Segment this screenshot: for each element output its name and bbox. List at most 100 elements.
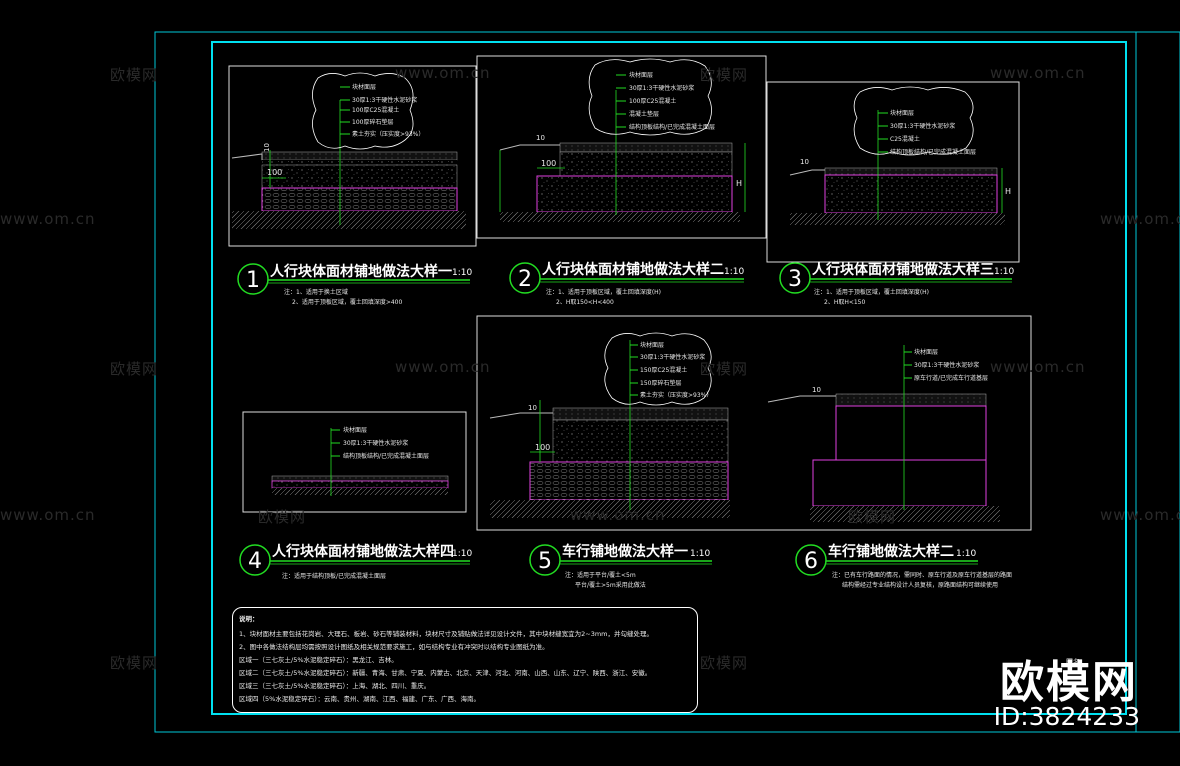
d2-layer-3: 混凝土垫层 <box>629 110 659 118</box>
watermark-brand: 欧模网 <box>700 654 749 672</box>
d3-dim-1: H <box>1005 187 1011 196</box>
d1-dim-0: 10 <box>263 143 271 152</box>
d4-layer-2: 结构顶板结构/已完成混凝土面层 <box>343 452 429 460</box>
watermark-site: www.om.cn <box>395 64 491 82</box>
d5-layer-0: 块材面层 <box>640 341 664 349</box>
d2-layer-4: 结构顶板结构/已完成混凝土面层 <box>629 123 715 131</box>
d5-note-1: 平台/覆土>5m采用此做法 <box>575 581 646 589</box>
d6-note-0: 注：已有车行路面的情况，需同时、原车行道及原车行道基层的路面 <box>832 571 1012 579</box>
d6-layer-0: 块材面层 <box>914 348 938 356</box>
d5-dim-1: 100 <box>535 443 550 452</box>
d1-layer-2: 100厚C25混凝土 <box>352 106 399 114</box>
watermark-site: www.om.cn <box>990 64 1086 82</box>
detail-5-caption: 5 车行铺地做法大样一 1:10 注：适用于平台/覆土<5m 平台/覆土>5m采… <box>529 543 712 589</box>
d5-layer-3: 150厚碎石垫层 <box>640 379 681 387</box>
watermark-site: www.om.cn <box>1100 506 1180 524</box>
detail-1-caption: 1 人行块体面材铺地做法大样一 1:10 注：1、适用于换土区域 2、适用于顶板… <box>237 263 472 306</box>
d4-scale: 1:10 <box>452 549 472 559</box>
detail-3-layer-labels: 块材面层 30厚1:3干硬性水泥砂浆 C25混凝土 结构顶板结构/已完成混凝土面… <box>800 109 1011 196</box>
detail-3-caption: 3 人行块体面材铺地做法大样三 1:10 注：1、适用于顶板区域，覆土回填深度(… <box>779 261 1014 306</box>
d3-layer-0: 块材面层 <box>890 109 914 117</box>
detail-2-layer-labels: 块材面层 30厚1:3干硬性水泥砂浆 100厚C25混凝土 混凝土垫层 结构顶板… <box>536 71 742 188</box>
general-notes: 说明： 1、块材面材主要包括花岗岩、大理石、板岩、砂石等铺装材料，块材尺寸及铺贴… <box>232 607 698 713</box>
watermark-site: www.om.cn <box>570 506 666 524</box>
detail-6-caption: 6 车行铺地做法大样二 1:10 注：已有车行路面的情况，需同时、原车行道及原车… <box>795 543 1012 589</box>
watermark-site: www.om.cn <box>990 358 1086 376</box>
details-5-6-frame <box>476 315 1032 531</box>
d5-note-0: 注：适用于平台/覆土<5m <box>565 571 636 579</box>
d2-layer-2: 100厚C25混凝土 <box>629 97 676 105</box>
detail-3-drawing <box>766 81 1020 263</box>
notes-line-3: 区域二（三七灰土/5%水泥稳定碎石）：新疆、青海、甘肃、宁夏、内蒙古、北京、天津… <box>239 669 652 677</box>
notes-heading: 说明： <box>239 615 259 623</box>
d3-note-0: 注：1、适用于顶板区域，覆土回填深度(H) <box>814 288 929 296</box>
d2-title: 人行块体面材铺地做法大样二 <box>542 261 724 278</box>
d5-layer-4: 素土夯实（压实度>93%） <box>640 391 712 399</box>
d3-layer-1: 30厚1:3干硬性水泥砂浆 <box>890 122 955 130</box>
d1-number: 1 <box>246 268 260 293</box>
d4-layer-1: 30厚1:3干硬性水泥砂浆 <box>343 439 408 447</box>
watermark-site: www.om.cn <box>1100 210 1180 228</box>
watermark-brand: 欧模网 <box>110 66 159 84</box>
inner-frame <box>211 41 1127 715</box>
d6-layer-1: 30厚1:3干硬性水泥砂浆 <box>914 361 979 369</box>
d2-dim-2: H <box>736 179 742 188</box>
d5-scale: 1:10 <box>690 549 710 559</box>
d4-note-0: 注：适用于结构顶板/已完成混凝土面层 <box>282 572 386 580</box>
d2-scale: 1:10 <box>724 267 744 277</box>
d2-note-0: 注：1、适用于顶板区域，覆土回填深度(H) <box>546 288 661 296</box>
watermark-brand: 欧模网 <box>700 66 749 84</box>
watermark-brand: 欧模网 <box>110 654 159 672</box>
d1-title: 人行块体面材铺地做法大样一 <box>270 263 452 280</box>
detail-4-layer-labels: 块材面层 30厚1:3干硬性水泥砂浆 结构顶板结构/已完成混凝土面层 <box>331 426 429 460</box>
watermark-site: www.om.cn <box>0 210 96 228</box>
detail-6-layer-labels: 块材面层 30厚1:3干硬性水泥砂浆 原车行道/已完成车行道基层 10 <box>812 348 988 394</box>
watermark-id: ID:3824233 <box>993 702 1140 731</box>
d6-number: 6 <box>804 549 818 574</box>
d6-layer-2: 原车行道/已完成车行道基层 <box>914 374 988 382</box>
d6-scale: 1:10 <box>956 549 976 559</box>
watermark-site: www.om.cn <box>395 358 491 376</box>
watermark-brand: 欧模网 <box>110 360 159 378</box>
d6-title: 车行铺地做法大样二 <box>828 543 954 560</box>
watermark-logo-text: 欧模网 <box>1000 657 1138 708</box>
d2-layer-0: 块材面层 <box>629 71 653 79</box>
detail-1-drawing <box>228 65 477 247</box>
d2-number: 2 <box>518 267 532 292</box>
d2-note-1: 2、H取150<H<400 <box>556 299 614 306</box>
outer-frame <box>154 31 1180 733</box>
d3-note-1: 2、H取H<150 <box>824 299 866 306</box>
detail-2-caption: 2 人行块体面材铺地做法大样二 1:10 注：1、适用于顶板区域，覆土回填深度(… <box>509 261 744 306</box>
d1-layer-3: 100厚碎石垫层 <box>352 118 393 126</box>
d1-note-0: 注：1、适用于换土区域 <box>284 288 348 296</box>
d3-dim-0: 10 <box>800 158 809 166</box>
d5-layer-1: 30厚1:3干硬性水泥砂浆 <box>640 353 705 361</box>
d4-layer-0: 块材面层 <box>343 426 367 434</box>
d1-dim-1: 100 <box>267 168 282 177</box>
notes-line-5: 区域四（5%水泥稳定碎石）：云南、贵州、湖南、江西、福建、广东、广西、海南。 <box>239 695 481 703</box>
d3-layer-3: 结构顶板结构/已完成混凝土面层 <box>890 148 976 156</box>
notes-line-4: 区域三（三七灰土/5%水泥稳定碎石）：上海、湖北、四川、重庆。 <box>239 682 431 690</box>
d3-scale: 1:10 <box>994 267 1014 277</box>
detail-5-layer-labels: 块材面层 30厚1:3干硬性水泥砂浆 150厚C25混凝土 150厚碎石垫层 素… <box>528 341 712 452</box>
detail-2-drawing <box>476 55 767 239</box>
d5-dim-0: 10 <box>528 404 537 412</box>
d5-number: 5 <box>538 549 552 574</box>
watermark-brand: 欧模网 <box>700 360 749 378</box>
d2-layer-1: 30厚1:3干硬性水泥砂浆 <box>629 84 694 92</box>
detail-6-drawing <box>767 345 1000 522</box>
title-block-label: 图名 <box>1066 657 1080 666</box>
d2-dim-0: 10 <box>536 134 545 142</box>
notes-line-0: 1、块材面材主要包括花岗岩、大理石、板岩、砂石等铺装材料，块材尺寸及铺贴做法详见… <box>239 630 654 638</box>
d1-scale: 1:10 <box>452 268 472 278</box>
d3-number: 3 <box>788 267 802 292</box>
detail-5-drawing <box>489 332 730 518</box>
detail-4-drawing <box>242 411 467 513</box>
d4-title: 人行块体面材铺地做法大样四 <box>272 543 454 560</box>
d1-layer-0: 块材面层 <box>352 83 376 91</box>
watermark-brand: 欧模网 <box>258 508 307 526</box>
d1-note-1: 2、适用于顶板区域，覆土回填深度>400 <box>292 298 402 306</box>
d3-layer-2: C25混凝土 <box>890 135 920 143</box>
d6-note-1: 结构需经过专业结构设计人员复核，原路面结构可继续使用 <box>842 581 998 589</box>
